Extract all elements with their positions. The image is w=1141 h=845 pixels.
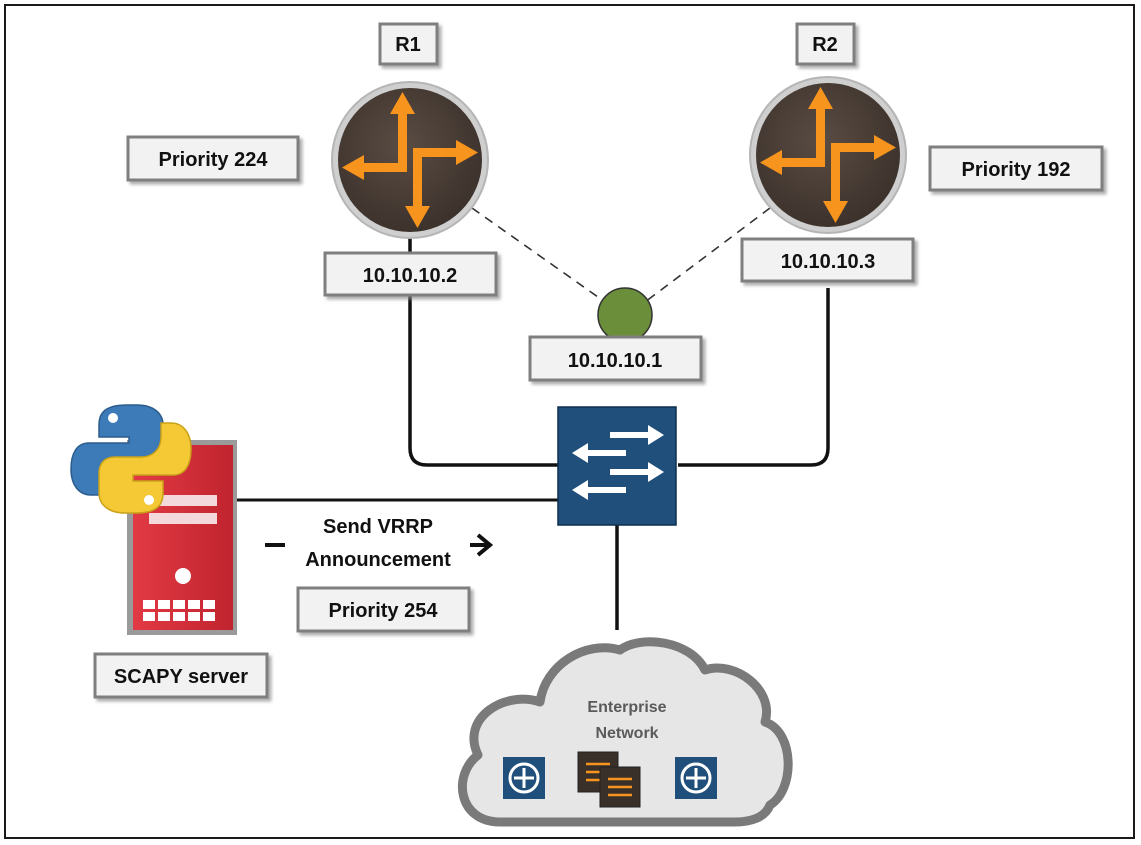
router-r2	[749, 76, 907, 234]
cloud-icon: Enterprise Network	[457, 637, 793, 827]
r1-name-box	[378, 22, 439, 66]
r2-priority-box	[928, 145, 1104, 192]
server-icon	[127, 440, 237, 635]
send-action-line1: Send VRRP	[323, 516, 433, 538]
virtual-ip-node	[597, 287, 653, 343]
vrrp-link-r1	[471, 207, 606, 303]
virtual-ip-label: 10.10.10.1	[568, 350, 663, 372]
diagram-frame	[4, 4, 1135, 839]
cloud-label-line2: Network	[595, 725, 658, 742]
cloud-switch-icon	[599, 766, 641, 808]
router-icon	[331, 81, 489, 239]
r2-priority-label: Priority 192	[962, 159, 1071, 181]
scapy-server-box	[93, 652, 269, 699]
r1-ip-label: 10.10.10.2	[363, 265, 458, 287]
switch-icon	[557, 406, 677, 526]
link-r1-switch	[408, 236, 558, 467]
r2-name-box	[795, 22, 856, 66]
r1-ip-box	[323, 251, 498, 297]
cloud-router-right-icon	[675, 757, 717, 799]
r2-name-label: R2	[812, 34, 838, 56]
link-r2-switch	[678, 288, 830, 467]
cloud-router-left-icon	[503, 757, 545, 799]
python-logo-icon	[70, 404, 192, 514]
r2-ip-box	[740, 237, 915, 283]
cloud-label-line1: Enterprise	[587, 699, 666, 716]
arrow-right-icon	[265, 533, 494, 557]
vrrp-link-r2	[644, 207, 771, 303]
router-r1	[331, 81, 489, 239]
router-icon	[749, 76, 907, 234]
scapy-priority-label: Priority 254	[329, 600, 439, 622]
r1-priority-box	[126, 135, 300, 182]
scapy-server-label: SCAPY server	[114, 666, 248, 688]
scapy-priority-box	[296, 586, 471, 633]
r1-name-label: R1	[395, 34, 421, 56]
virtual-ip-box	[528, 335, 703, 382]
r1-priority-label: Priority 224	[159, 149, 269, 171]
r2-ip-label: 10.10.10.3	[781, 251, 876, 273]
send-action-line2: Announcement	[305, 549, 451, 571]
